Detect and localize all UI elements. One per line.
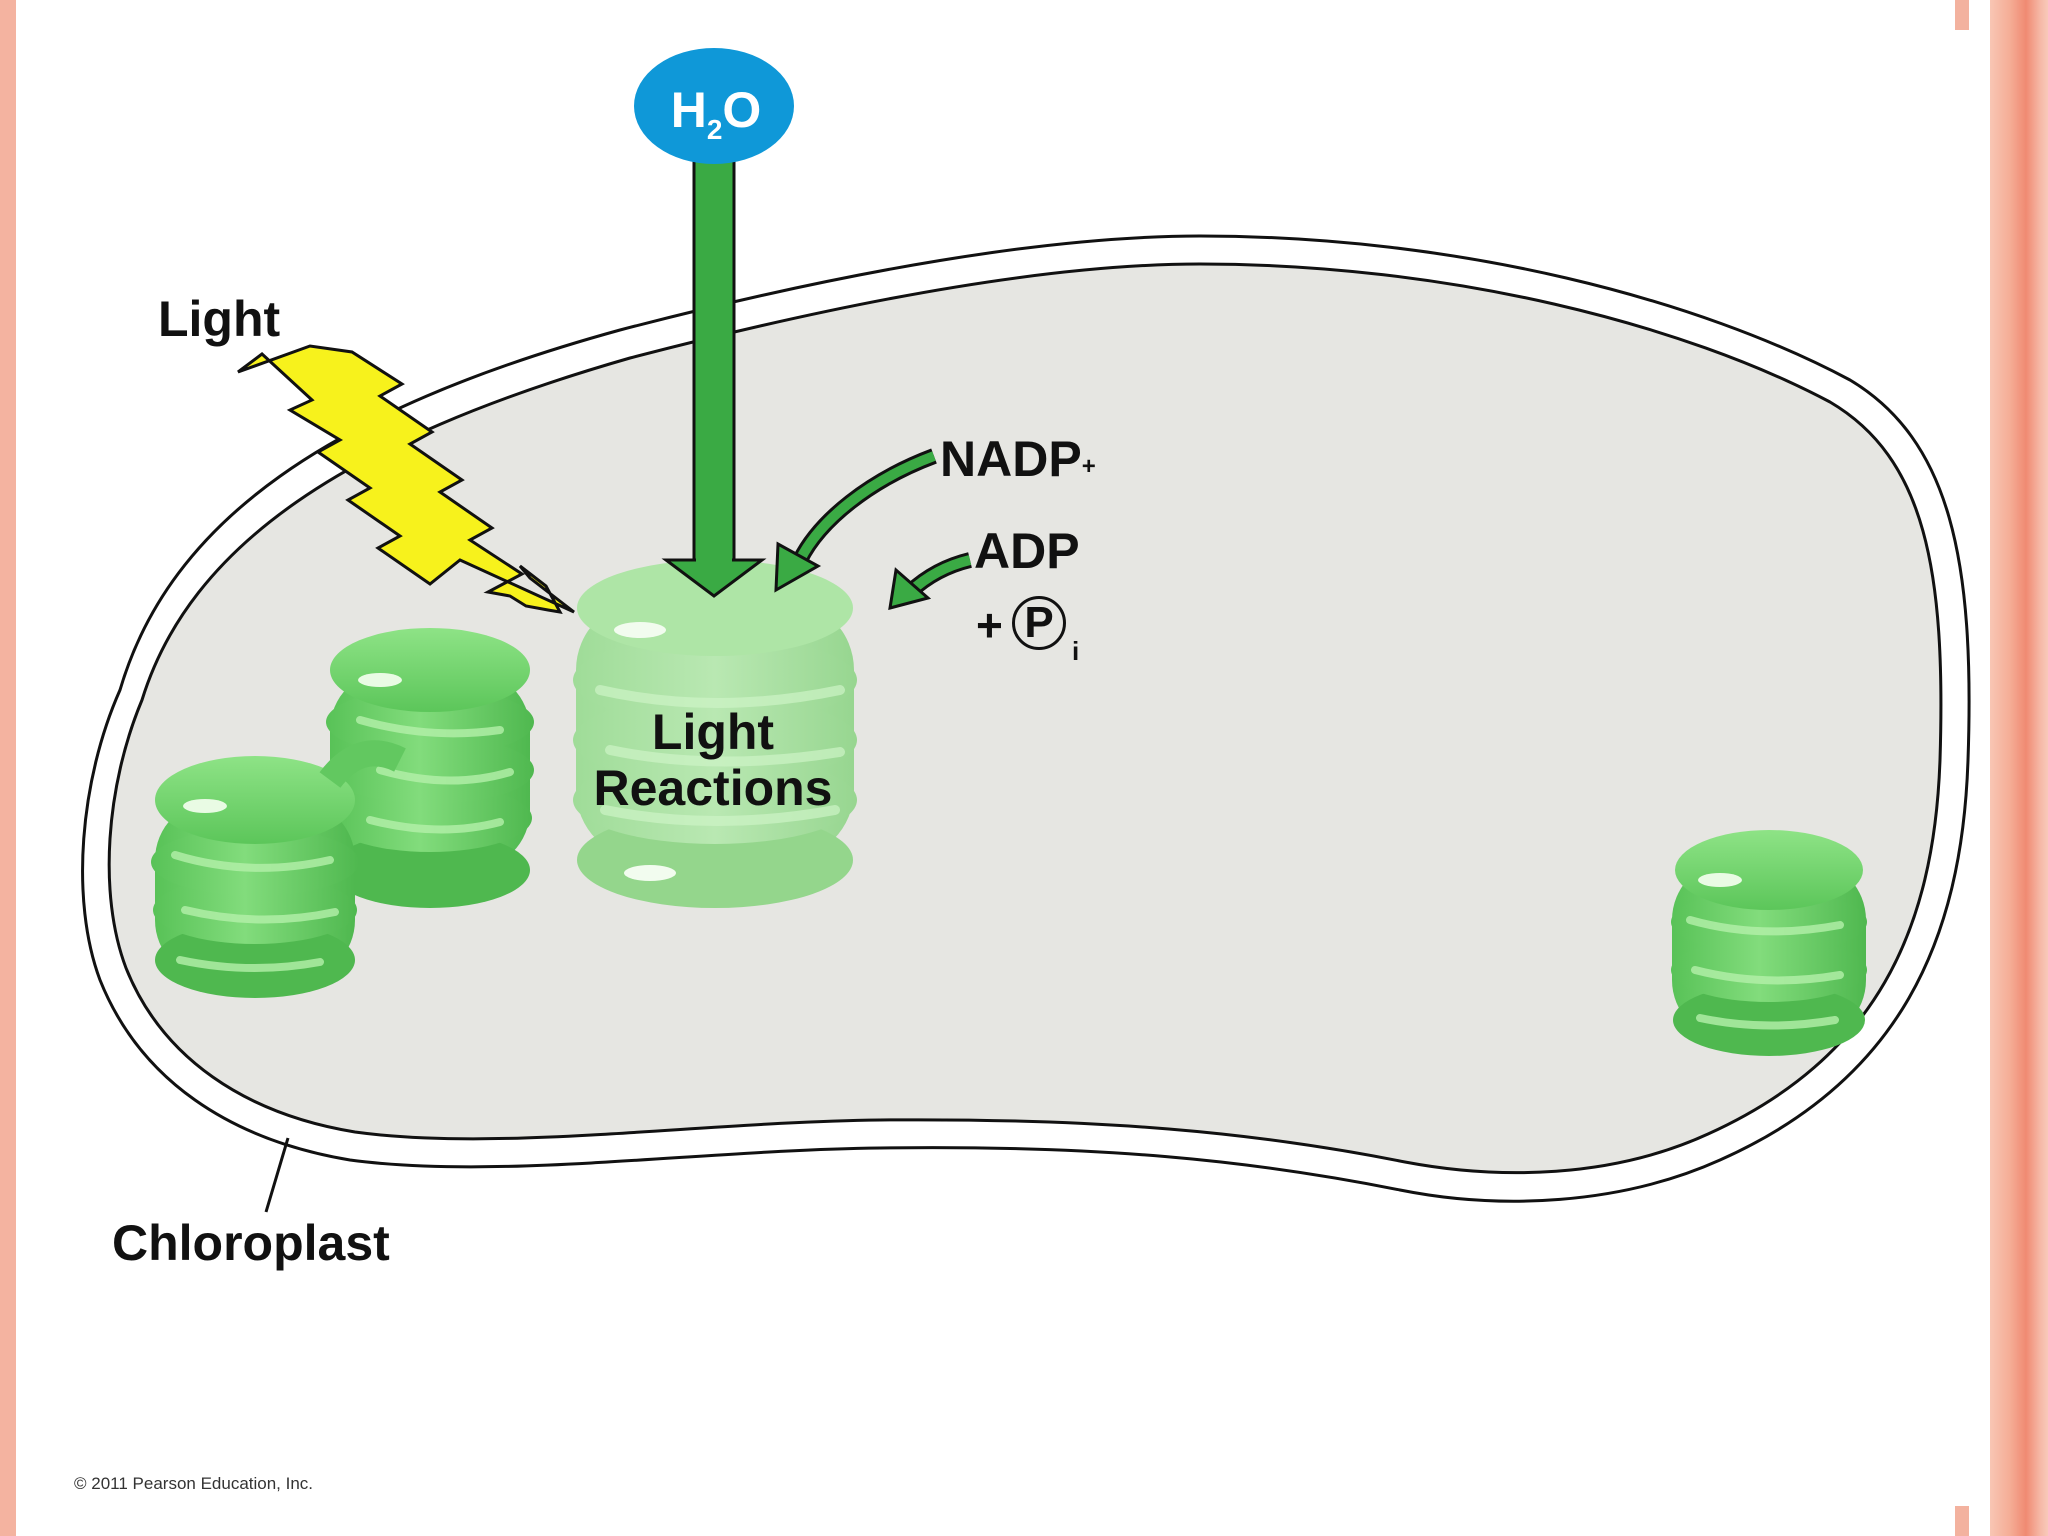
light-reactions-line2: Reactions <box>593 760 833 816</box>
granum-right <box>1671 830 1867 1056</box>
copyright-notice: © 2011 Pearson Education, Inc. <box>74 1474 314 1493</box>
light-zigzag-arrow <box>237 344 575 614</box>
water-bubble <box>634 48 794 164</box>
water-arrow <box>661 148 767 598</box>
right-border-stripe <box>1982 0 2048 1536</box>
granum-left-front <box>151 740 406 998</box>
phosphate-subscript: i <box>1072 636 1080 666</box>
light-reactions-line1: Light <box>651 704 775 760</box>
light-label: Light <box>158 291 281 347</box>
light-reactions-label: Light Reactions <box>560 704 866 816</box>
plus-sign: + <box>976 599 1003 651</box>
right-border-accent-bottom <box>1955 1506 1969 1536</box>
chloroplast-label: Chloroplast <box>112 1215 390 1271</box>
granum-light-reactions <box>573 560 857 908</box>
adp-arrow <box>888 552 973 611</box>
left-border-stripe <box>0 0 16 1536</box>
nadp-label: NADP+ <box>940 431 1096 487</box>
phosphate-circle: P <box>1012 596 1066 650</box>
chloroplast-leader-line <box>264 1137 290 1213</box>
nadp-arrow <box>774 448 937 593</box>
adp-label: ADP <box>974 523 1080 579</box>
chloroplast-envelope <box>81 234 1971 1203</box>
water-label: H2O <box>670 82 762 145</box>
right-border-accent-top <box>1955 0 1969 30</box>
inner-membrane <box>107 262 1943 1175</box>
granum-left-back <box>326 628 534 908</box>
